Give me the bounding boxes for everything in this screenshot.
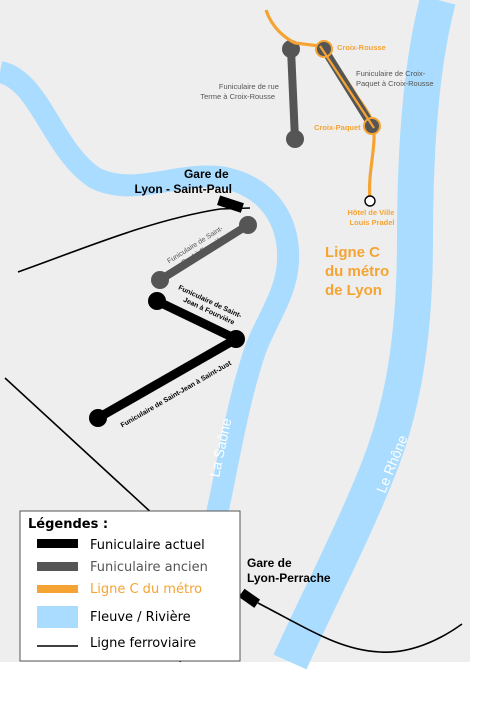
legend-swatch-old-funicular — [37, 562, 78, 571]
metro-stop-hotel-de-ville-label: Hôtel de Ville Louis Pradel — [347, 208, 396, 227]
funicular-saint-jean-fourviere-line — [155, 296, 238, 344]
legend-label-old-funicular: Funiculaire ancien — [90, 560, 208, 575]
funicular-fourviere-top — [148, 292, 166, 310]
funicular-terme-label: Funiculaire de rue Terme à Croix-Rousse — [200, 82, 281, 101]
funicular-terme-line — [287, 48, 299, 140]
legend-swatch-current-funicular — [37, 539, 78, 548]
legend-swatch-metro-c — [37, 585, 78, 593]
legend-label-current-funicular: Funiculaire actuel — [90, 538, 205, 553]
funicular-saint-jean-station — [227, 330, 245, 348]
metro-stop-croix-paquet-label: Croix-Paquet — [314, 123, 361, 132]
funicular-saint-paul-top — [239, 216, 257, 234]
legend-title: Légendes : — [28, 517, 108, 532]
funicular-terme-bottom — [286, 130, 304, 148]
perrache-station-label: Gare de Lyon-Perrache — [247, 556, 331, 585]
funicular-saint-just-top — [89, 409, 107, 427]
metro-stop-croix-rousse-label: Croix-Rousse — [337, 43, 386, 52]
legend-swatch-river — [37, 606, 78, 628]
saint-paul-station-label: Gare de Lyon - Saint-Paul — [134, 167, 232, 196]
metro-line-c-title: Ligne C du métro de Lyon — [325, 244, 393, 299]
railway-perrache-east — [257, 602, 463, 653]
saint-paul-station-marker — [217, 195, 244, 213]
funicular-saint-jean-saint-just-line — [95, 335, 239, 422]
funicular-saint-paul-line — [157, 221, 251, 284]
legend-label-railway: Ligne ferroviaire — [90, 636, 196, 651]
perrache-station-marker — [238, 588, 261, 608]
legend-label-river: Fleuve / Rivière — [90, 610, 191, 625]
legend-label-metro-c: Ligne C du métro — [90, 582, 202, 597]
metro-over-croix-paquet — [319, 45, 375, 129]
funicular-croix-paquet-top — [315, 40, 333, 58]
legend: Légendes : Funiculaire actuel Funiculair… — [19, 510, 241, 662]
funicular-croix-paquet-label: Funiculaire de Croix- Paquet à Croix-Rou… — [356, 69, 434, 88]
railway-saint-paul — [17, 207, 251, 273]
funicular-saint-paul-bottom — [151, 271, 169, 289]
metro-stop-hotel-de-ville — [364, 195, 376, 207]
saone-river — [0, 61, 300, 613]
rhone-river — [273, 0, 456, 670]
